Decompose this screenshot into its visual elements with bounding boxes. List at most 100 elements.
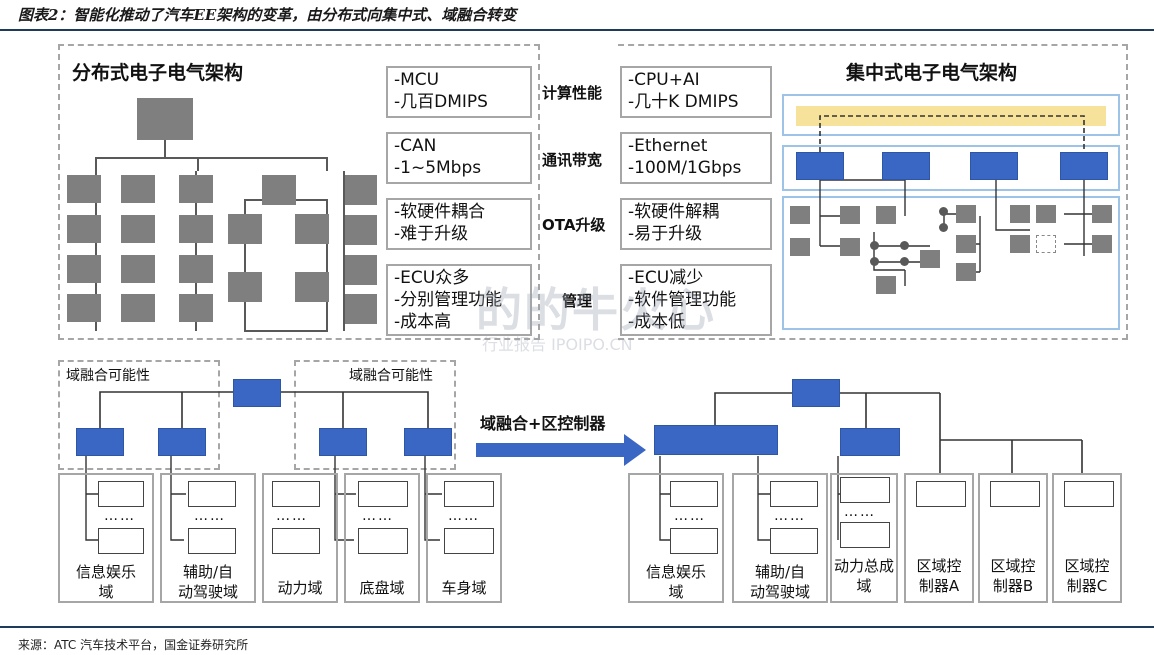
node [939, 207, 948, 216]
device-layer [782, 196, 1120, 330]
right-compute-line1: -CPU+AI [628, 70, 700, 90]
ecu [1092, 235, 1112, 253]
ecu-slot [358, 528, 408, 554]
domain-infotainment [58, 473, 154, 603]
central-ecu [137, 98, 193, 140]
ecu-slot [444, 528, 494, 554]
ecu [67, 294, 101, 322]
left-ota-line1: -软硬件耦合 [394, 202, 486, 222]
ecu [790, 238, 810, 256]
distributed-frame [58, 44, 540, 340]
ecu-slot [770, 528, 818, 554]
left-mgmt-line3: -成本高 [394, 312, 452, 332]
domain-controller [1060, 152, 1108, 180]
label-ota: OTA升级 [542, 216, 606, 234]
ecu [790, 206, 810, 224]
ecu [121, 255, 155, 283]
ellipsis: …… [104, 508, 136, 524]
ecu [121, 294, 155, 322]
domain-body [426, 473, 502, 603]
fusion-label-right: 域融合可能性 [349, 368, 433, 384]
domain-adas [160, 473, 256, 603]
ecu [228, 272, 262, 302]
right-mgmt-line1: -ECU减少 [628, 268, 704, 288]
ecu-slot [444, 481, 494, 507]
ecu-slot [670, 481, 718, 507]
ecu-slot [98, 528, 144, 554]
right-bandwidth-line1: -Ethernet [628, 136, 708, 156]
domain-label-adas-r: 辅助/自动驾驶域 [749, 563, 810, 601]
domain-label-powertrain-r: 动力总成域 [834, 557, 895, 595]
network-layer [782, 145, 1120, 191]
ecu-slot [840, 522, 890, 548]
compute-layer [782, 94, 1120, 136]
central-compute-bus [796, 106, 1106, 126]
ecu-slot [272, 481, 320, 507]
zone-controller-c [1052, 473, 1122, 603]
top-rule [0, 29, 1154, 31]
ecu-slot [840, 477, 890, 503]
label-management: 管理 [562, 292, 593, 310]
ecu [345, 215, 377, 245]
domain-label-chassis: 底盘域 [359, 579, 405, 597]
domain-controller [970, 152, 1018, 180]
right-mgmt-line3: -成本低 [628, 312, 686, 332]
ecu [345, 255, 377, 285]
left-bandwidth-line2: -1~5Mbps [394, 158, 482, 178]
ecu [840, 206, 860, 224]
ecu [262, 175, 296, 205]
ecu [121, 215, 155, 243]
ecu-slot [916, 481, 966, 507]
watermark-url: 行业报告 IPOIPO.CN [482, 335, 633, 354]
source-note: 来源：ATC 汽车技术平台，国金证券研究所 [18, 638, 249, 652]
right-bandwidth-line2: -100M/1Gbps [628, 158, 742, 178]
domain-label-body: 车身域 [441, 579, 487, 597]
left-ota-box [386, 198, 532, 250]
zone-label-b: 区域控制器B [990, 557, 1036, 595]
ecu [121, 175, 155, 203]
distributed-title: 分布式电子电气架构 [72, 62, 244, 84]
right-compute-line2: -几十K DMIPS [628, 92, 739, 112]
fusion-region-right [294, 360, 456, 470]
label-compute: 计算性能 [542, 84, 603, 102]
ecu-slot [770, 481, 818, 507]
right-mgmt-box [620, 264, 772, 336]
domain-controller-body [404, 428, 452, 456]
ellipsis: …… [448, 508, 480, 524]
ecu-slot [188, 528, 236, 554]
right-ota-box [620, 198, 772, 250]
domain-chassis [344, 473, 420, 603]
ecu [67, 175, 101, 203]
domain-controller-chassis [319, 428, 367, 456]
ecu-slot [990, 481, 1040, 507]
domain-controller-adas [158, 428, 206, 456]
ecu-placeholder [1036, 235, 1056, 253]
ecu [876, 276, 896, 294]
ecu [920, 250, 940, 268]
arrow-label: 域融合+区控制器 [480, 414, 606, 433]
domain-label-powertrain: 动力域 [277, 579, 323, 597]
figure-title: 图表2：智能化推动了汽车EE架构的变革，由分布式向集中式、域融合转变 [18, 6, 517, 24]
right-compute-box [620, 66, 772, 118]
ecu-slot [272, 528, 320, 554]
domain-infotainment-r [628, 473, 724, 603]
ecu-slot [670, 528, 718, 554]
left-compute-line2: -几百DMIPS [394, 92, 488, 112]
centralized-frame [618, 44, 1128, 340]
left-bandwidth-line1: -CAN [394, 136, 437, 156]
zone-label-c: 区域控制器C [1064, 557, 1110, 595]
ellipsis: …… [674, 508, 706, 524]
right-ota-line1: -软硬件解耦 [628, 202, 720, 222]
domain-powertrain [262, 473, 338, 603]
ellipsis: …… [362, 508, 394, 524]
ecu [876, 206, 896, 224]
domain-label-infotainment-r: 信息娱乐域 [645, 563, 706, 601]
ecu [345, 294, 377, 324]
node [870, 257, 879, 266]
watermark-text: 的的牛火心 [476, 283, 716, 337]
fusion-label-left: 域融合可能性 [66, 368, 150, 384]
ecu [1010, 205, 1030, 223]
node [900, 241, 909, 250]
